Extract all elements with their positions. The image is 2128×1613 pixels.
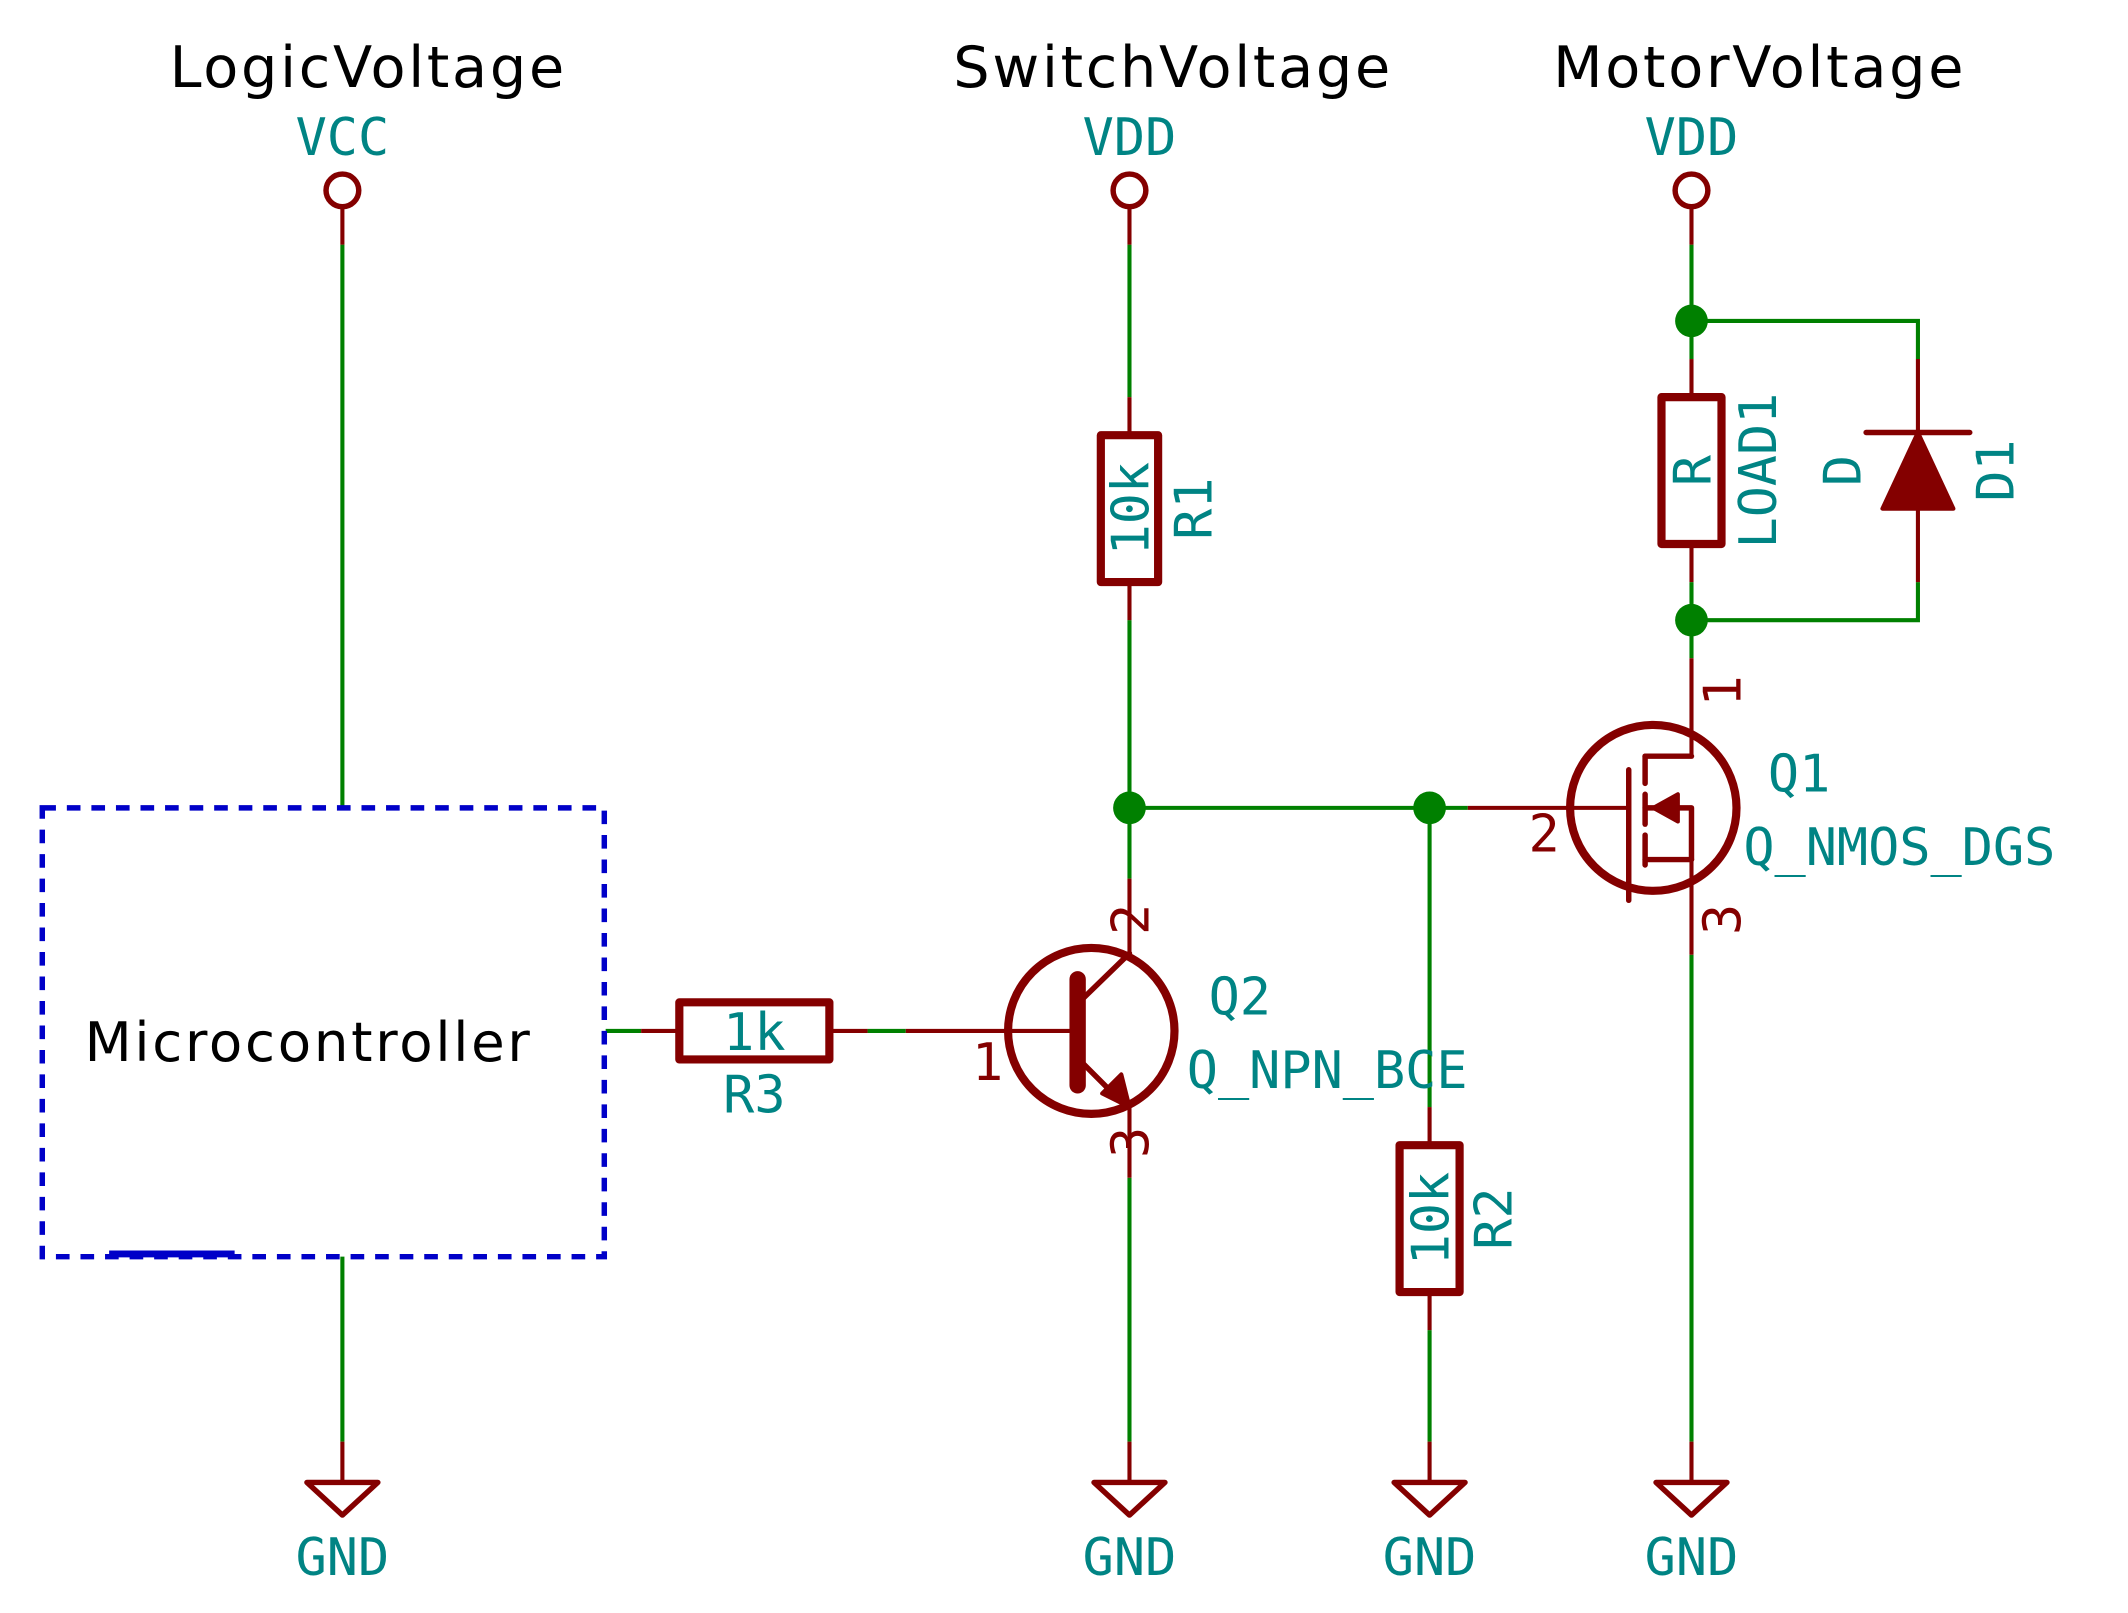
q2-ref: Q2	[1209, 968, 1271, 1028]
q2-pin-base: 1	[972, 1033, 1003, 1093]
r1-ref: R1	[1164, 478, 1224, 540]
ground-icon	[1653, 1479, 1730, 1518]
r3-ref: R3	[723, 1066, 785, 1126]
resistor-icon	[1395, 1141, 1464, 1297]
q1-pin-gate: 2	[1529, 804, 1560, 864]
resistor-r3[interactable]: 1k R3	[641, 998, 868, 1126]
d1-ref: D1	[1966, 439, 2026, 501]
load1-ref: LOAD1	[1729, 393, 1789, 549]
wires	[340, 244, 1920, 1442]
q2-value: Q_NPN_BCE	[1187, 1041, 1468, 1101]
q1-pin-drain: 1	[1694, 675, 1754, 706]
gnd-port-1[interactable]: GND	[296, 1441, 390, 1588]
resistor-icon	[1096, 431, 1163, 587]
power-port-vcc[interactable]: VCC	[296, 108, 390, 245]
resistor-r1[interactable]: 10k R1	[1096, 397, 1225, 621]
gnd-label: GND	[1083, 1528, 1177, 1588]
rail-title-motor: MotorVoltage	[1553, 35, 1966, 101]
q1-ref: Q1	[1768, 745, 1830, 805]
diode-icon	[1880, 430, 1956, 511]
emitter-line	[1074, 1055, 1111, 1091]
block-label: Microcontroller	[85, 1010, 533, 1074]
emitter-arrow-icon	[1100, 1072, 1132, 1110]
power-circle-icon	[1672, 171, 1711, 210]
junction-dot	[1675, 304, 1708, 338]
diode-d1[interactable]: D D1	[1814, 359, 2027, 583]
transistor-q1[interactable]: 2 1 3 Q1 Q_NMOS_DGS	[1467, 658, 2056, 955]
nmos-transistor-icon	[1565, 720, 1741, 895]
q1-pin-source: 3	[1694, 904, 1754, 935]
gnd-label: GND	[1645, 1528, 1739, 1588]
resistor-r2[interactable]: 10k R2	[1395, 1107, 1525, 1331]
gnd-port-3[interactable]: GND	[1383, 1441, 1477, 1588]
gnd-port-2[interactable]: GND	[1083, 1441, 1177, 1588]
r1-value: 10k	[1102, 462, 1162, 555]
transistor-q2[interactable]: 1 2 3 Q2 Q_NPN_BCE	[905, 878, 1468, 1178]
gnd-label: GND	[296, 1528, 390, 1588]
wire-load-d1-top[interactable]	[1691, 318, 1920, 360]
block-outline	[39, 805, 608, 1260]
q1-value: Q_NMOS_DGS	[1743, 818, 2055, 878]
ground-icon	[1391, 1479, 1468, 1518]
ground-icon	[304, 1479, 381, 1518]
q2-pin-emitter: 3	[1102, 1127, 1162, 1158]
body-diode-arrow-icon	[1651, 792, 1680, 824]
collector-line	[1074, 950, 1133, 1007]
ground-icon	[1091, 1479, 1168, 1518]
power-circle-icon	[323, 171, 362, 210]
rail-title-switch: SwitchVoltage	[953, 35, 1393, 101]
gnd-label: GND	[1383, 1528, 1477, 1588]
power-circle-icon	[1110, 171, 1149, 210]
resistor-icon	[675, 998, 834, 1064]
junction-dot	[1113, 791, 1146, 825]
junction-dot	[1413, 791, 1446, 825]
gnd-port-4[interactable]: GND	[1645, 1441, 1739, 1588]
resistor-icon	[1657, 393, 1726, 549]
vdd-switch-label: VDD	[1083, 108, 1177, 168]
junction-dot	[1675, 603, 1708, 637]
power-port-vdd-motor[interactable]: VDD	[1645, 108, 1739, 245]
r3-value: 1k	[723, 1003, 785, 1063]
rail-title-logic: LogicVoltage	[170, 35, 567, 101]
r2-value: 10k	[1402, 1172, 1462, 1265]
resistor-load1[interactable]: R LOAD1	[1657, 359, 1789, 583]
vcc-label: VCC	[296, 108, 390, 168]
wire-d1-bottom[interactable]	[1691, 582, 1920, 623]
d1-value: D	[1814, 455, 1874, 486]
r2-ref: R2	[1464, 1187, 1524, 1249]
load1-value: R	[1664, 454, 1724, 486]
q2-pin-collector: 2	[1102, 904, 1162, 935]
vdd-motor-label: VDD	[1645, 108, 1739, 168]
power-port-vdd-switch[interactable]: VDD	[1083, 108, 1177, 245]
npn-transistor-icon	[1003, 943, 1179, 1118]
microcontroller-block[interactable]: Microcontroller	[39, 805, 608, 1260]
